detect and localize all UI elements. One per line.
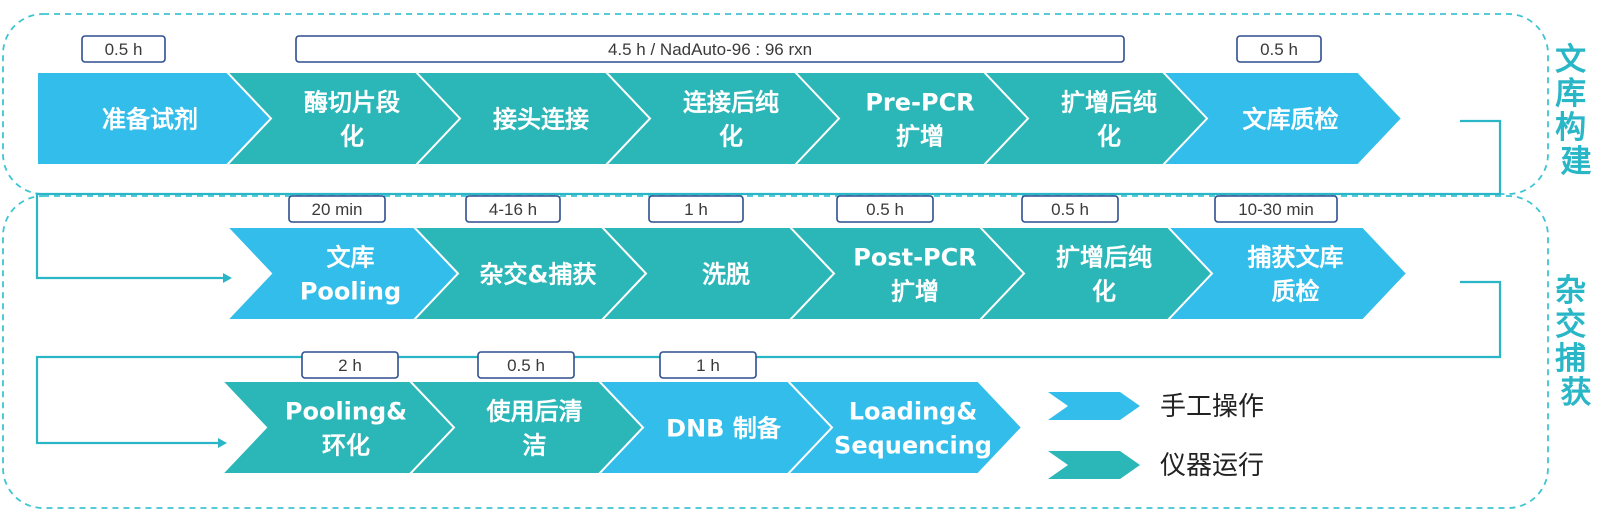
duration-box bbox=[288, 195, 386, 223]
duration-box bbox=[465, 195, 561, 223]
duration-label: 20 min bbox=[311, 200, 362, 219]
duration-label: 0.5 h bbox=[507, 356, 545, 375]
connector-row1-to-row2 bbox=[35, 119, 1502, 280]
step-label: 文库质检 bbox=[1243, 106, 1339, 134]
connector-arrowhead-row2 bbox=[223, 273, 232, 283]
duration-box bbox=[836, 195, 934, 223]
step-label: Pre-PCR bbox=[865, 89, 974, 117]
legend-label: 手工操作 bbox=[1160, 392, 1264, 422]
group-label-char: 文 bbox=[1555, 42, 1586, 78]
step-label: Loading& bbox=[849, 398, 978, 426]
connector-arrowhead-row3 bbox=[218, 438, 227, 448]
step-label: Sequencing bbox=[834, 432, 992, 460]
group-label-library-construction: 文 库 构 建 bbox=[1555, 42, 1597, 180]
duration-label: 4.5 h / NadAuto-96 : 96 rxn bbox=[608, 40, 812, 59]
duration-label: 0.5 h bbox=[105, 40, 143, 59]
duration-label: 0.5 h bbox=[1051, 200, 1089, 219]
group-label-char: 捕 bbox=[1555, 341, 1586, 377]
step-label: Pooling bbox=[300, 278, 401, 306]
step-label: 扩增 bbox=[891, 278, 939, 306]
step-label: Pooling& bbox=[285, 398, 407, 426]
step-label: 捕获文库 bbox=[1248, 244, 1344, 272]
step-label: 质检 bbox=[1272, 278, 1320, 306]
duration-box bbox=[1236, 35, 1322, 63]
duration-box bbox=[477, 351, 575, 379]
group-label-char: 库 bbox=[1555, 76, 1586, 112]
step-label: 化 bbox=[1097, 123, 1121, 151]
step-arrow-manual bbox=[224, 226, 460, 321]
step-label: 化 bbox=[719, 123, 743, 151]
duration-label: 1 h bbox=[684, 200, 708, 219]
group-label-hybrid-capture: 杂 交 捕 获 bbox=[1555, 273, 1597, 411]
step-label: 化 bbox=[340, 123, 364, 151]
connector-row2-to-row3 bbox=[35, 280, 1502, 445]
duration-box bbox=[1021, 195, 1119, 223]
duration-label: 1 h bbox=[696, 356, 720, 375]
group-label-char: 交 bbox=[1555, 307, 1586, 343]
step-label: 洁 bbox=[523, 432, 547, 460]
duration-box bbox=[1214, 195, 1338, 223]
step-label: 接头连接 bbox=[493, 106, 589, 134]
group-label-char: 构 bbox=[1555, 110, 1586, 146]
step-label: 连接后纯 bbox=[683, 89, 779, 117]
duration-box bbox=[648, 195, 744, 223]
step-label: 使用后清 bbox=[486, 398, 583, 426]
legend-swatch-instrument bbox=[1048, 451, 1140, 479]
duration-label: 4-16 h bbox=[489, 200, 537, 219]
group-label-char: 杂 bbox=[1555, 273, 1586, 309]
legend-swatch-manual bbox=[1048, 392, 1140, 420]
step-label: 准备试剂 bbox=[102, 106, 198, 134]
group-label-char: 建 bbox=[1561, 144, 1592, 180]
duration-box bbox=[659, 351, 757, 379]
step-label: 环化 bbox=[322, 432, 370, 460]
step-label: 化 bbox=[1092, 278, 1116, 306]
step-arrow-instrument bbox=[219, 380, 456, 475]
group-label-char: 获 bbox=[1561, 375, 1592, 411]
step-label: 洗脱 bbox=[702, 261, 750, 289]
rows-layer: 准备试剂酶切片段化接头连接连接后纯化Pre-PCR扩增扩增后纯化文库质检0.5 … bbox=[36, 35, 1409, 475]
duration-label: 0.5 h bbox=[1260, 40, 1298, 59]
step-label: 杂交&捕获 bbox=[480, 261, 597, 289]
step-label: 扩增后纯 bbox=[1056, 244, 1152, 272]
step-arrow-manual bbox=[1160, 71, 1404, 166]
step-label: Post-PCR bbox=[853, 244, 976, 272]
duration-label: 10-30 min bbox=[1238, 200, 1314, 219]
step-label: 酶切片段 bbox=[304, 89, 400, 117]
duration-box bbox=[81, 35, 166, 63]
step-label: 文库 bbox=[327, 244, 375, 272]
step-arrow-manual bbox=[1165, 226, 1409, 321]
step-label: DNB 制备 bbox=[666, 415, 782, 443]
duration-label: 0.5 h bbox=[866, 200, 904, 219]
step-label: 扩增 bbox=[896, 123, 944, 151]
group-outline-hybrid-capture bbox=[2, 195, 1549, 509]
duration-label: 2 h bbox=[338, 356, 362, 375]
duration-box bbox=[301, 351, 399, 379]
step-label: 扩增后纯 bbox=[1061, 89, 1157, 117]
duration-box bbox=[295, 35, 1125, 63]
legend-label: 仪器运行 bbox=[1160, 451, 1264, 481]
step-arrow-manual bbox=[785, 380, 1024, 475]
